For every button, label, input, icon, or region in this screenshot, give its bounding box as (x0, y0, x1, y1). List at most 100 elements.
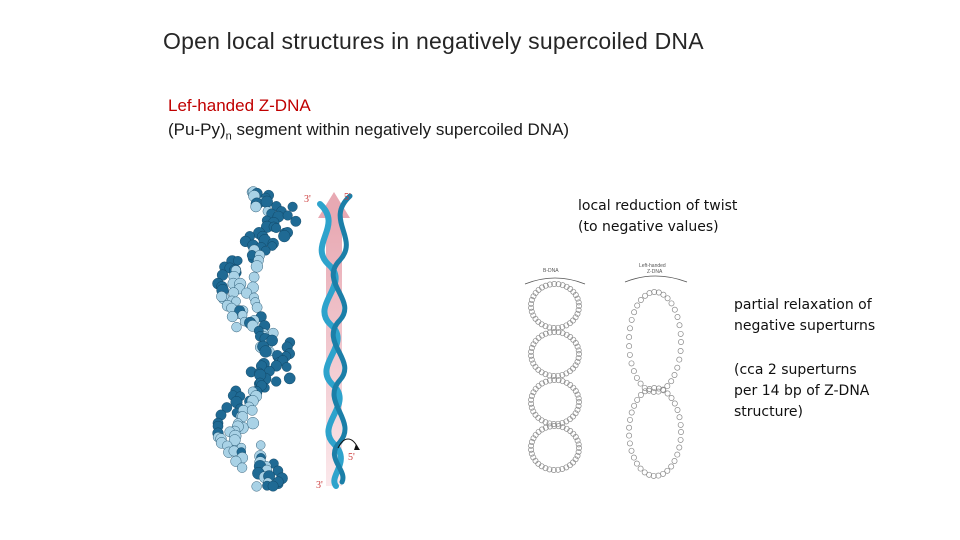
zdna-ribbon-model: 3' 5' 5' 3' (304, 192, 360, 491)
bdna-coil (572, 434, 579, 440)
atom-sphere (250, 260, 264, 273)
atom-sphere (281, 362, 292, 372)
bdna-coil (555, 372, 562, 379)
atom-sphere (216, 291, 228, 302)
zdna-coil (626, 343, 633, 350)
bdna-coil (555, 377, 562, 384)
atom-sphere (251, 302, 263, 313)
zdna-coil (646, 386, 653, 392)
zdna-coil (668, 378, 675, 385)
bdna-coil (559, 371, 566, 378)
bdna-coil (528, 300, 535, 307)
bdna-coil (546, 420, 553, 427)
zdna-coil (650, 472, 657, 479)
bdna-coil (528, 404, 535, 411)
bdna-coil (546, 329, 553, 336)
zdna-coil (637, 465, 644, 472)
bdna-coil (528, 348, 535, 355)
zdna-coil (626, 334, 633, 341)
zdna-coil (626, 351, 633, 358)
zdna-coil (660, 387, 667, 394)
bdna-coil (575, 354, 582, 361)
bdna-coil (546, 423, 553, 430)
zdna-segment-line: (Pu-Py)n segment within negatively super… (168, 120, 569, 142)
zdna-coil (630, 368, 637, 375)
zdna-coil (677, 330, 684, 337)
strand-label-3prime-bottom: 3' (316, 480, 323, 491)
zdna-coil (655, 289, 662, 296)
zdna-coil (628, 316, 635, 323)
atom-sphere (271, 376, 282, 387)
bdna-coil (528, 450, 535, 457)
bdna-coil (551, 329, 558, 335)
bdna-coil (546, 466, 553, 473)
note-twist: local reduction of twist (to negative va… (578, 196, 737, 238)
bdna-coil (576, 303, 582, 309)
plasmid-loops-figure: B-DNA Left-handed Z-DNA (524, 263, 688, 479)
zdna-coil (634, 302, 641, 309)
bdna-coil (546, 377, 553, 384)
zdna-coil (642, 292, 649, 299)
atom-sphere (290, 215, 302, 227)
bdna-coil (551, 281, 558, 287)
bdna-coil (550, 467, 557, 473)
zdna-coil (634, 396, 641, 403)
bdna-coil (528, 356, 535, 363)
bdna-coil (551, 423, 558, 429)
bdna-coil (535, 366, 542, 373)
bdna-coil (542, 282, 549, 289)
bdna-coil (528, 297, 535, 303)
bdna-coil (530, 312, 537, 319)
bdna-coil (576, 351, 582, 357)
bdna-coil (559, 282, 566, 289)
note-relaxation-line1: partial relaxation of (734, 297, 872, 313)
bdna-coil (539, 284, 545, 291)
zdna-coil (633, 374, 640, 381)
atom-sphere (267, 241, 277, 251)
zdna-coil (637, 392, 644, 398)
zdna-coil (631, 309, 638, 316)
bdna-coil (563, 464, 570, 471)
bdna-coil (535, 318, 542, 325)
bdna-coil (542, 323, 549, 330)
zdna-coil (677, 436, 684, 443)
atom-sphere (246, 417, 260, 430)
atom-sphere (251, 481, 262, 492)
zdna-coil (646, 290, 653, 297)
segment-subscript: n (225, 130, 232, 143)
atom-sphere (287, 201, 298, 212)
zdna-coil (677, 421, 684, 428)
zdna-coil (660, 291, 667, 298)
bdna-loop-label: B-DNA (543, 268, 559, 274)
zdna-coil (668, 463, 675, 470)
zdna-coil (676, 444, 683, 451)
atom-sphere (260, 195, 273, 208)
bdna-coil (528, 393, 535, 399)
zdna-coil (626, 432, 633, 439)
bdna-coil (528, 352, 535, 359)
zdna-coil (668, 300, 675, 307)
bdna-coil (572, 340, 579, 346)
bdna-coil (574, 358, 581, 365)
bdna-coil (574, 452, 581, 459)
zdna-coil (630, 454, 637, 461)
strand-label-5prime-bottom: 5' (348, 452, 355, 463)
bdna-coil (574, 310, 581, 317)
zdna-coil (678, 429, 684, 435)
zdna-loop-label-line1: Left-handed (639, 263, 666, 269)
bdna-coil (555, 466, 562, 473)
bdna-coil (574, 343, 581, 350)
note-twist-line1: local reduction of twist (578, 198, 738, 214)
atom-sphere (271, 223, 282, 233)
bdna-coil (555, 423, 562, 430)
bdna-coil (574, 391, 581, 398)
bdna-coil (542, 378, 549, 385)
slide-title: Open local structures in negatively supe… (163, 28, 704, 54)
zdna-coil (651, 289, 658, 295)
bdna-coil (559, 378, 566, 385)
zdna-coil (674, 364, 681, 371)
ribbon-strand-2 (330, 193, 353, 485)
note-superturns-line2: per 14 bp of Z-DNA (734, 383, 870, 399)
zdna-heading: Lef-handed Z-DNA (168, 96, 311, 115)
zdna-spacefill-model (212, 186, 302, 492)
